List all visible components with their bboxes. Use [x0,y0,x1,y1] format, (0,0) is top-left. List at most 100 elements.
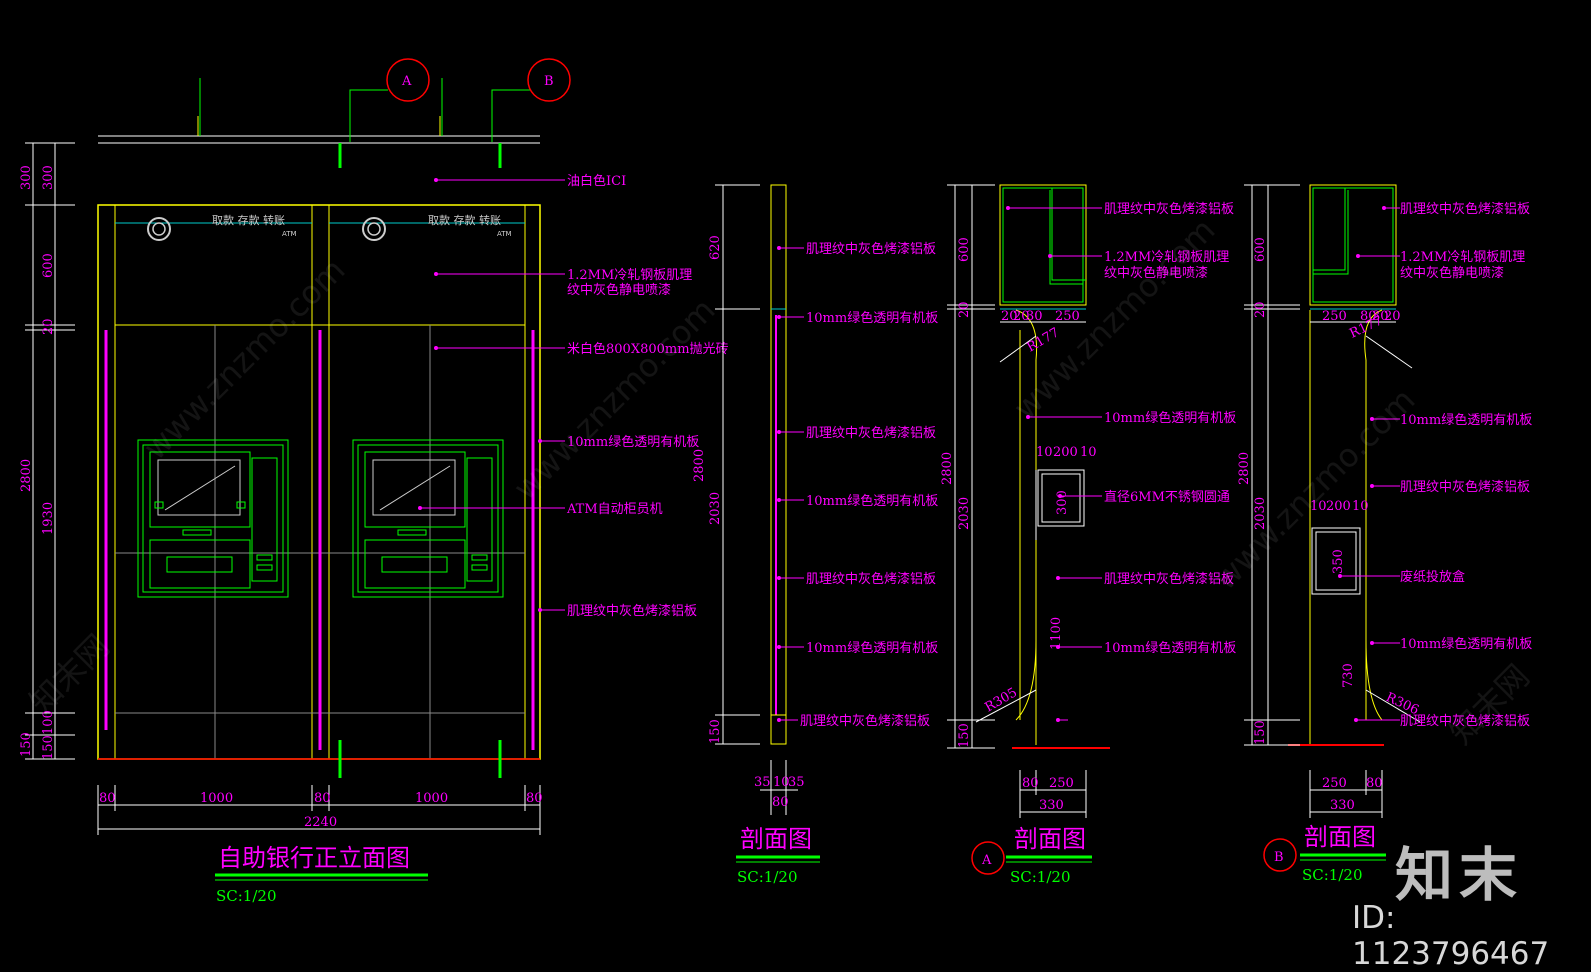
dim-300a: 300 [19,165,34,190]
sa-mid-10b: 10 [1080,445,1097,460]
grid-b-label: B [544,74,554,89]
image-id: ID: 1123796467 [1352,900,1550,972]
section-a-view: 600 20 2800 2030 1100 150 300 20 20 30 2… [940,184,1236,886]
sb-dim-150: 150 [1253,720,1268,745]
sa-dim-300: 300 [1055,490,1070,515]
dim-150a: 150 [19,732,34,757]
label-steel-1: 1.2MM冷轧钢板肌理 [567,268,692,283]
sb-top-80: 80 [1360,309,1377,324]
dim-150b: 150 [41,735,56,760]
sa-dim-600: 600 [957,237,972,262]
sa-top-250: 250 [1055,309,1080,324]
sb-top-250: 250 [1322,309,1347,324]
s1-dim-2030: 2030 [708,492,723,525]
s1-label-3: 肌理纹中灰色烤漆铝板 [806,425,936,441]
sb-label-6: 废纸投放盒 [1400,569,1465,585]
s1-dim-620: 620 [708,235,723,260]
sb-dim-20: 20 [1253,301,1268,318]
sectionB-scale: SC:1/20 [1302,866,1363,884]
sb-mid-10a: 10 [1310,499,1327,514]
sb-mid-10b: 10 [1352,499,1369,514]
sb-label-7: 10mm绿色透明有机板 [1400,636,1532,652]
sb-top-30: 30 [1372,309,1389,324]
sb-bdim-80: 80 [1366,776,1383,791]
section-a-marker-label: A [981,853,992,868]
section-b-marker [1263,838,1297,872]
label-aluminum: 肌理纹中灰色烤漆铝板 [567,603,697,619]
sa-label-7: 10mm绿色透明有机板 [1104,640,1236,656]
atm-sign-sub-right: ATM [497,230,512,238]
label-tile: 米白色800X800mm抛光砖 [567,341,729,357]
sb-mid-200: 200 [1326,499,1351,514]
sb-label-4: 10mm绿色透明有机板 [1400,412,1532,428]
atm-sign-sub-left: ATM [282,230,297,238]
sb-label-5: 肌理纹中灰色烤漆铝板 [1400,479,1530,495]
elevation-view: A B 取款 存款 转账 ATM 取款 存款 转账 ATM [19,58,729,905]
grid-a-label: A [401,74,412,89]
atm-sign-right: 取款 存款 转账 [428,213,501,227]
dim-300b: 300 [41,165,56,190]
sa-dim-20: 20 [957,301,972,318]
sa-mid-10a: 10 [1036,445,1053,460]
label-ici: 油白色ICI [567,173,626,189]
dim-b80c: 80 [526,791,543,806]
sectionA-title: 剖面图 [1014,825,1086,853]
dim-b1000a: 1000 [200,791,233,806]
s1-dim-150: 150 [708,719,723,744]
dim-total: 2240 [304,815,337,830]
sa-label-4: 10mm绿色透明有机板 [1104,410,1236,426]
sa-bdim-250: 250 [1049,776,1074,791]
elevation-title: 自助银行正立面图 [218,844,410,872]
label-atm: ATM自动柜员机 [566,502,663,517]
sb-top-20: 20 [1384,309,1401,324]
s1-bdim-35b: 35 [788,775,805,790]
sb-label-8: 肌理纹中灰色烤漆铝板 [1400,713,1530,729]
label-organic: 10mm绿色透明有机板 [567,434,699,450]
sa-label-2: 1.2MM冷轧钢板肌理 [1104,250,1229,265]
sa-label-1: 肌理纹中灰色烤漆铝板 [1104,201,1234,217]
atm-machine-right [352,439,504,598]
sa-top-20a: 20 [1001,309,1018,324]
s1-label-7: 肌理纹中灰色烤漆铝板 [800,713,930,729]
s1-bdim-35a: 35 [754,775,771,790]
znzmo-logo: 知末 [1395,841,1524,909]
sa-mid-200: 200 [1053,445,1078,460]
dim-2800: 2800 [19,459,34,492]
sb-label-1: 肌理纹中灰色烤漆铝板 [1400,201,1530,217]
section-b-view: 600 20 2800 2030 730 150 350 250 80 30 2… [1237,184,1532,884]
sa-bdim-80: 80 [1022,776,1039,791]
s1-label-2: 10mm绿色透明有机板 [806,310,938,326]
dim-1930: 1930 [41,502,56,535]
section-1-view: 620 2800 2030 150 35 10 35 80 肌理纹中灰色烤漆铝板… [692,184,938,886]
section1-scale: SC:1/20 [737,868,798,886]
sectionA-scale: SC:1/20 [1010,868,1071,886]
sa-dim-2030: 2030 [957,497,972,530]
sb-bdim-250: 250 [1322,776,1347,791]
sb-dim-350: 350 [1331,549,1346,574]
sa-dim-1100: 1100 [1049,617,1064,650]
grid-marker-a [386,58,430,102]
sa-top-20b: 20 [1013,309,1030,324]
sa-dim-150: 150 [957,723,972,748]
sb-dim-730: 730 [1341,663,1356,688]
elevation-scale: SC:1/20 [216,887,277,905]
sb-bdim-330: 330 [1330,798,1355,813]
dim-20: 20 [41,318,56,335]
dim-600: 600 [41,253,56,278]
dim-100: 100 [41,710,56,735]
sa-label-5: 直径6MM不锈钢圆通 [1104,490,1230,505]
s1-bdim-80: 80 [772,795,789,810]
sb-dim-600: 600 [1253,237,1268,262]
s1-label-6: 10mm绿色透明有机板 [806,640,938,656]
s1-dim-2800: 2800 [692,449,707,482]
atm-machine-left [137,439,289,598]
grid-marker-b [527,58,571,102]
sa-label-3: 纹中灰色静电喷漆 [1104,265,1208,281]
sa-dim-2800: 2800 [940,452,955,485]
atm-sign-left: 取款 存款 转账 [212,213,285,227]
sa-label-6: 肌理纹中灰色烤漆铝板 [1104,571,1234,587]
sb-label-3: 纹中灰色静电喷漆 [1400,265,1504,281]
s1-bdim-10: 10 [773,775,790,790]
s1-label-4: 10mm绿色透明有机板 [806,493,938,509]
